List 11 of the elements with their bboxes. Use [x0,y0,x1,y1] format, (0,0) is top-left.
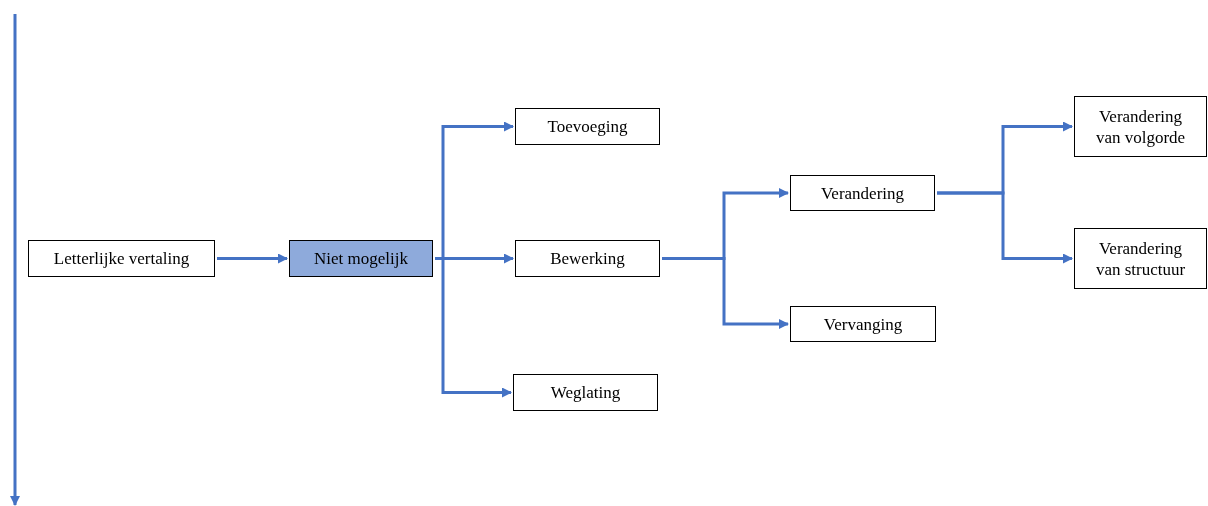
process-box: Bewerking [515,240,660,277]
process-box: Vervanging [790,306,936,342]
process-box: Niet mogelijk [289,240,433,277]
process-box: Verandering van structuur [1074,228,1207,289]
arrow [937,191,1073,264]
arrow [217,253,288,264]
process-box: Weglating [513,374,658,411]
process-box: Toevoeging [515,108,660,145]
process-box: Letterlijke vertaling [28,240,215,277]
process-box: Verandering [790,175,935,211]
process-box: Verandering van volgorde [1074,96,1207,157]
